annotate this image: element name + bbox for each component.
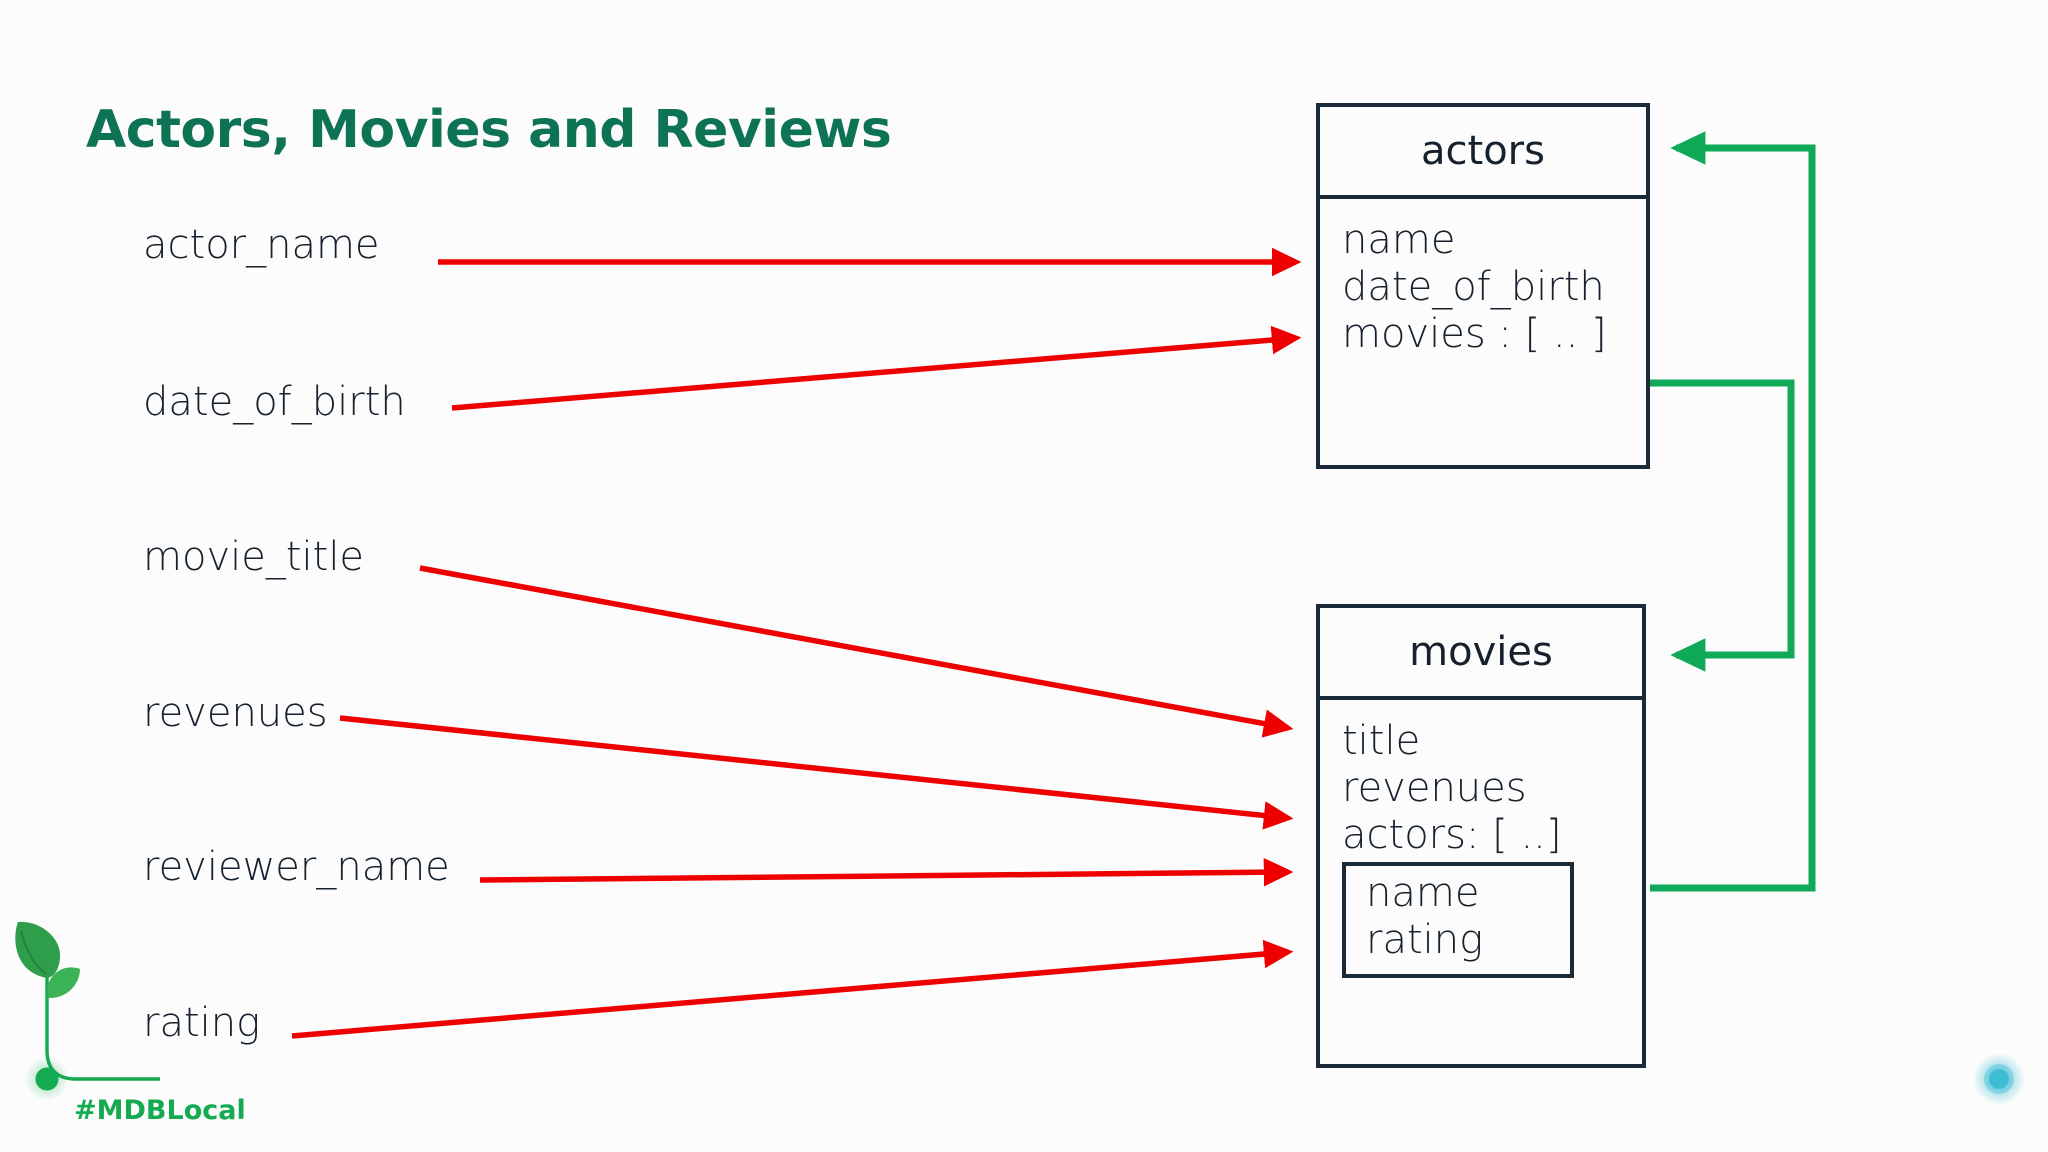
arrow-rating-to-nested-rating [291, 939, 1294, 1039]
nested-field-name: name [1366, 869, 1480, 916]
entity-header-actors: actors [1320, 107, 1646, 199]
footer-right-dot [1989, 1069, 2009, 1089]
entity-body-actors: name date_of_birth movies : [ .. ] [1320, 199, 1646, 359]
link-actors-movies-to-movies [1650, 379, 1795, 672]
source-field-reviewer-name: reviewer_name [143, 844, 450, 890]
arrow-date-of-birth-to-actors-dob [451, 325, 1302, 411]
link-movies-actors-to-actors [1650, 131, 1816, 892]
sprout-node-dot [35, 1067, 59, 1091]
nested-field-rating: rating [1366, 916, 1484, 963]
source-field-movie-title: movie_title [143, 534, 365, 580]
entity-field-actors-name: name [1342, 217, 1456, 263]
nested-box-reviews: name rating [1342, 861, 1574, 978]
source-field-rating: rating [143, 1000, 261, 1046]
entity-field-actors-date-of-birth: date_of_birth [1342, 264, 1605, 311]
entity-field-movies-actors: actors: [ ..] [1342, 812, 1562, 859]
entity-field-movies-revenues: revenues [1342, 765, 1527, 812]
sprout-leaf-right [47, 967, 80, 999]
entity-title-actors: actors [1421, 128, 1545, 174]
footer-right-dot-glow [1973, 1053, 2025, 1105]
entity-field-actors-movies: movies : [ .. ] [1342, 311, 1607, 358]
entity-body-movies: title revenues actors: [ ..] name rating [1320, 700, 1642, 978]
sprout-node-glow [25, 1057, 69, 1101]
source-field-date-of-birth: date_of_birth [143, 379, 406, 425]
arrow-revenues-to-movies-revenues [339, 715, 1294, 830]
entity-title-movies: movies [1409, 629, 1553, 675]
sprout-leaf-left [15, 921, 61, 978]
page-title: Actors, Movies and Reviews [86, 100, 892, 160]
entity-box-movies: movies title revenues actors: [ ..] name… [1316, 604, 1646, 1068]
entity-header-movies: movies [1320, 608, 1642, 700]
entity-box-actors: actors name date_of_birth movies : [ .. … [1316, 103, 1650, 469]
arrow-movie-title-to-movies-title [419, 565, 1294, 738]
footer-right-dot-ring [1984, 1064, 2014, 1094]
source-field-actor-name: actor_name [143, 222, 380, 268]
arrow-reviewer-name-to-nested-name [479, 857, 1294, 887]
source-field-revenues: revenues [143, 690, 328, 736]
entity-field-movies-title: title [1342, 718, 1421, 764]
sprout-leaf-left-vein [19, 930, 47, 975]
footer-hashtag: #MDBLocal [74, 1095, 246, 1126]
